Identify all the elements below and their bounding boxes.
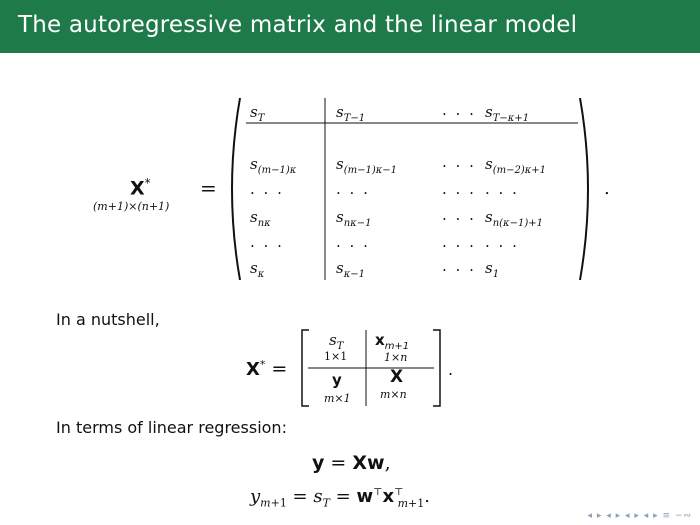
cell-r4-c3: . . . bbox=[485, 233, 519, 251]
block-tl-sub: 1×1 bbox=[324, 350, 348, 363]
slide-title: The autoregressive matrix and the linear… bbox=[18, 12, 578, 38]
cell-r0-c3: sT−κ+1 bbox=[485, 103, 530, 124]
matrix-brackets-and-rules bbox=[231, 97, 589, 281]
cell-r2-c1: . . . bbox=[336, 180, 370, 198]
cell-r0-c1: sT−1 bbox=[336, 103, 366, 124]
cell-r1-c0: s(m−1)κ bbox=[250, 155, 297, 176]
regression-equation-1: y = Xw, bbox=[312, 452, 391, 474]
block-lhs: X* = bbox=[246, 358, 288, 380]
block-left-bracket bbox=[301, 329, 309, 407]
cell-r5-c1: sκ−1 bbox=[336, 259, 366, 280]
block-tl-main: sT bbox=[329, 331, 344, 352]
block-bl-main: y bbox=[332, 371, 342, 389]
matrix-equals: = bbox=[200, 176, 217, 200]
cell-r4-c1: . . . bbox=[336, 233, 370, 251]
matrix-lhs-subscript: (m+1)×(n+1) bbox=[93, 200, 170, 213]
block-period: . bbox=[448, 360, 454, 379]
cell-r3-c3: sn(κ−1)+1 bbox=[485, 208, 543, 229]
cell-r2-c3: . . . bbox=[485, 180, 519, 198]
nutshell-label: In a nutshell, bbox=[56, 310, 160, 329]
cell-r3-c2: . . . bbox=[442, 206, 476, 224]
right-paren bbox=[579, 97, 589, 281]
cell-r0-c0: sT bbox=[250, 103, 265, 124]
slide-header: The autoregressive matrix and the linear… bbox=[0, 0, 700, 53]
block-br-sub: m×n bbox=[380, 388, 407, 401]
block-tr-main: xm+1 bbox=[375, 331, 410, 352]
block-brackets-and-rules bbox=[301, 329, 441, 407]
block-tr-sub: 1×n bbox=[384, 351, 408, 364]
left-paren bbox=[231, 97, 241, 281]
block-right-bracket bbox=[433, 329, 441, 407]
beamer-navigation-icons[interactable]: ◂ ▸ ◂ ▸ ◂ ▸ ◂ ▸ ≡ ∽∾ bbox=[587, 511, 692, 521]
cell-r1-c1: s(m−1)κ−1 bbox=[336, 155, 398, 176]
cell-r1-c2: . . . bbox=[442, 153, 476, 171]
cell-r4-c2: . . . bbox=[442, 233, 476, 251]
cell-r3-c1: snκ−1 bbox=[336, 208, 372, 229]
cell-r3-c0: snκ bbox=[250, 208, 271, 229]
matrix-period: . bbox=[604, 178, 610, 199]
cell-r2-c0: . . . bbox=[250, 180, 284, 198]
block-br-main: X bbox=[390, 367, 404, 387]
cell-r2-c2: . . . bbox=[442, 180, 476, 198]
cell-r5-c2: . . . bbox=[442, 257, 476, 275]
matrix-lhs-symbol: X* bbox=[130, 176, 151, 200]
regression-label: In terms of linear regression: bbox=[56, 418, 287, 437]
regression-equation-2: ym+1 = sT = w⊤x⊤m+1. bbox=[250, 486, 430, 510]
cell-r0-c2: . . . bbox=[442, 101, 476, 119]
cell-r4-c0: . . . bbox=[250, 233, 284, 251]
cell-r5-c0: sκ bbox=[250, 259, 265, 280]
cell-r1-c3: s(m−2)κ+1 bbox=[485, 155, 547, 176]
block-bl-sub: m×1 bbox=[324, 392, 351, 405]
cell-r5-c3: s1 bbox=[485, 259, 500, 280]
